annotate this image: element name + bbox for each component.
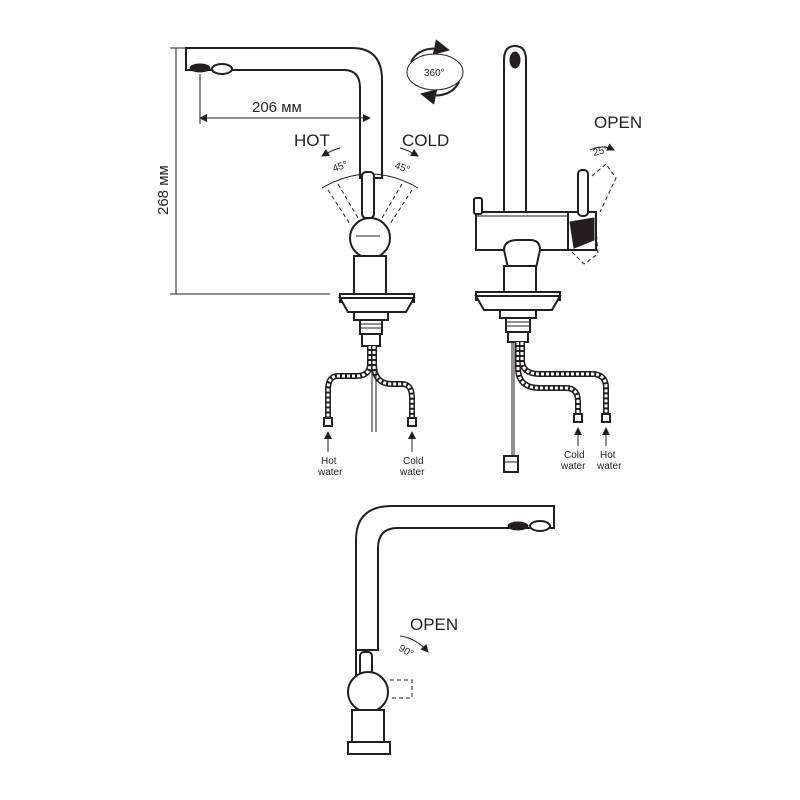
front-inlet-left-2: water <box>317 467 343 478</box>
cold-label: COLD <box>402 131 449 150</box>
front-spout <box>185 47 383 179</box>
side-lever <box>577 169 589 217</box>
front-inlet-right-1: Cold <box>403 456 424 467</box>
bottom-angle: 90° <box>397 643 416 660</box>
bottom-open-label: OPEN <box>410 615 458 634</box>
side-inlet-right-1: Hot <box>600 450 616 461</box>
hot-angle: 45° <box>331 159 349 175</box>
hot-label: HOT <box>294 131 330 150</box>
side-inlet-right-2: water <box>596 461 622 472</box>
bottom-body <box>347 671 389 713</box>
rotation-label: 360° <box>424 68 445 79</box>
side-inlet-left-2: water <box>560 461 586 472</box>
front-inlet-left-1: Hot <box>321 456 337 467</box>
front-view: 268 мм 206 мм HOT COLD 45° 45° <box>155 47 449 478</box>
front-body <box>349 217 391 259</box>
side-open-label: OPEN <box>594 113 642 132</box>
height-dimension: 268 мм <box>155 165 172 215</box>
side-inlet-left-1: Cold <box>564 450 585 461</box>
reach-dimension: 206 мм <box>252 99 302 116</box>
side-angle: 25° <box>592 144 609 159</box>
front-inlet-right-2: water <box>399 467 425 478</box>
front-lever <box>361 171 375 219</box>
rotation-360-icon: 360° <box>406 39 464 105</box>
front-aerator <box>189 63 211 73</box>
cold-angle: 45° <box>393 160 411 176</box>
bottom-spout <box>355 505 555 752</box>
side-view: OPEN 25° Cold water Hot water <box>473 44 642 473</box>
bottom-view: OPEN 90° <box>347 505 555 755</box>
